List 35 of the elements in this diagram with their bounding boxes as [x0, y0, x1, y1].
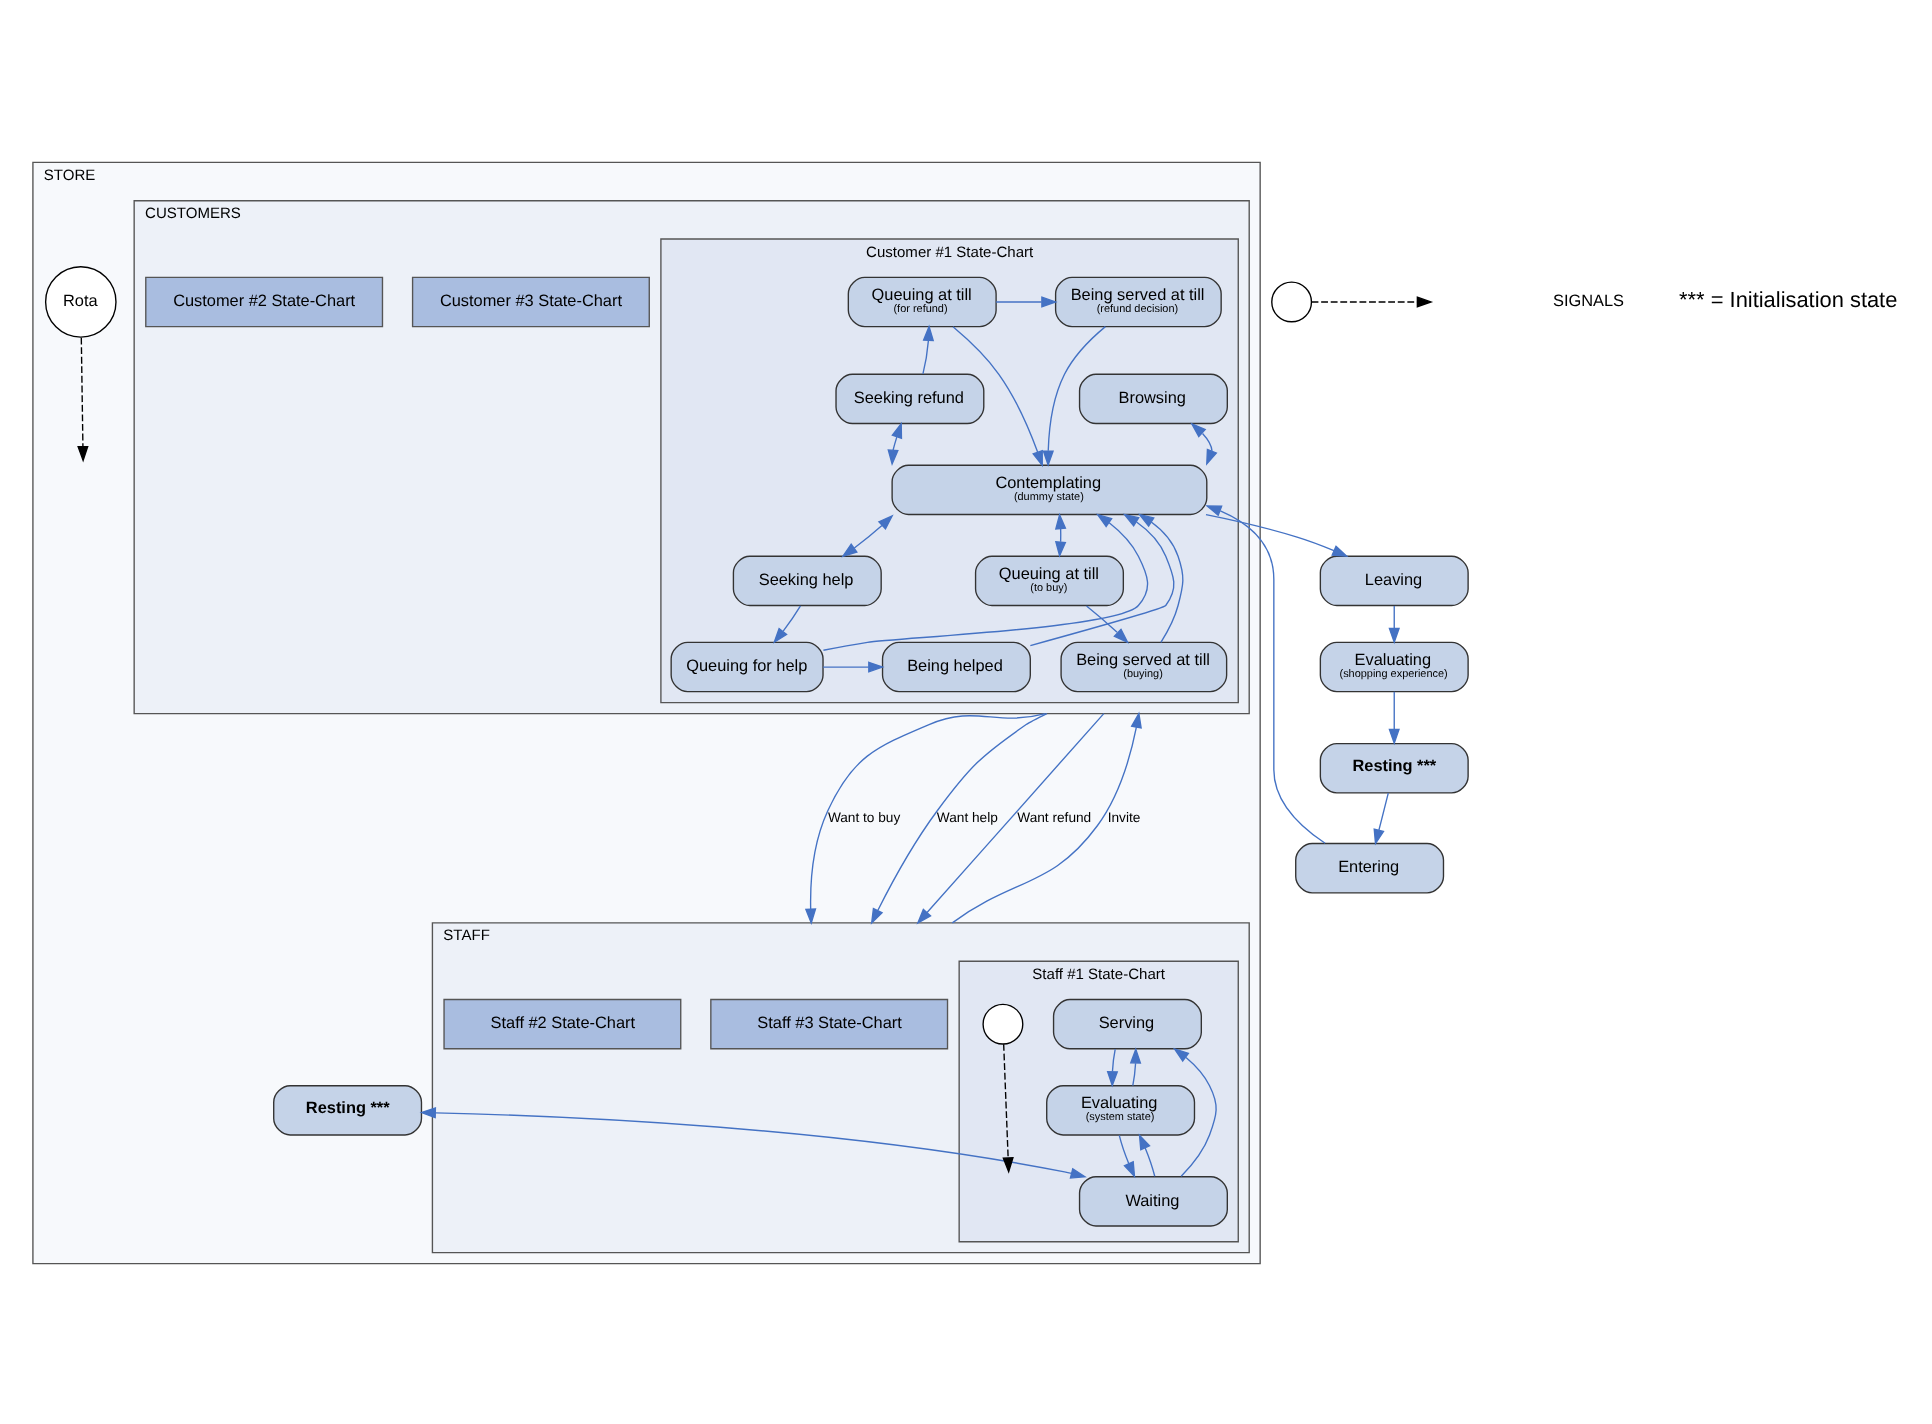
- arrow: [419, 1106, 1087, 1178]
- arrow: [1085, 604, 1130, 643]
- arrow: [1373, 791, 1389, 845]
- arrow: [1137, 512, 1184, 643]
- arrow: [916, 711, 1105, 924]
- arrow: [841, 513, 894, 557]
- node-circle: [982, 1002, 1024, 1044]
- arrow: [1310, 295, 1434, 307]
- arrow: [1190, 421, 1218, 465]
- arrow: [1129, 1046, 1142, 1086]
- arrow: [1118, 1133, 1136, 1178]
- arrow: [951, 710, 1142, 923]
- arrow: [1388, 604, 1400, 644]
- arrow: [1388, 690, 1400, 745]
- arrow: [773, 604, 802, 643]
- arrow: [804, 711, 1047, 924]
- arrow: [1205, 512, 1349, 556]
- arrow: [995, 295, 1058, 307]
- label: *** = Initialisation state: [1679, 288, 1898, 313]
- arrow: [1054, 511, 1067, 557]
- arrow: [1042, 324, 1107, 466]
- arrow: [1029, 512, 1175, 646]
- arrow: [1205, 504, 1326, 843]
- arrow: [77, 336, 89, 462]
- arrow: [887, 420, 903, 465]
- arrow: [822, 512, 1149, 650]
- arrow: [1106, 1047, 1119, 1087]
- arrow: [1002, 1042, 1014, 1173]
- node-circle: [1271, 280, 1313, 322]
- arrow: [922, 323, 935, 374]
- arrow: [1172, 1046, 1217, 1176]
- arrow: [1138, 1132, 1156, 1176]
- arrow: [870, 711, 1048, 924]
- arrow: [952, 325, 1043, 467]
- arrow: [822, 660, 885, 672]
